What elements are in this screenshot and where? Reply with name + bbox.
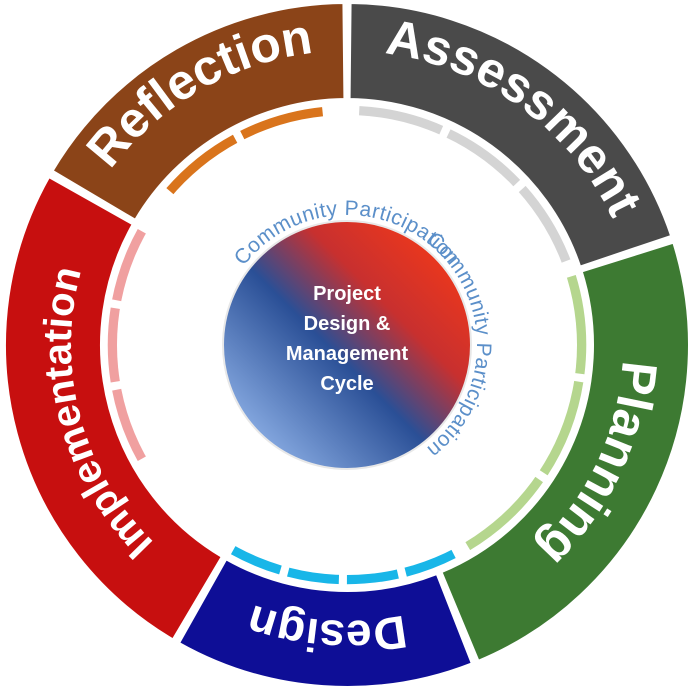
stage-sector-planning	[440, 241, 690, 663]
center-line-2: Design &	[304, 313, 391, 335]
center-line-3: Management	[286, 343, 409, 365]
stage-sector-design	[177, 557, 474, 688]
stage-sector-implementation	[4, 175, 224, 641]
stage-ring: AssessmentPlanningDesignImplementationRe…	[4, 2, 690, 688]
center-line-4: Cycle	[320, 373, 373, 395]
center-hub	[222, 220, 472, 470]
center-line-1: Project	[313, 283, 381, 305]
stage-sector-assessment	[348, 2, 673, 268]
center-title: Project Design & Management Cycle	[286, 283, 409, 395]
stage-sector-reflection	[51, 2, 346, 222]
